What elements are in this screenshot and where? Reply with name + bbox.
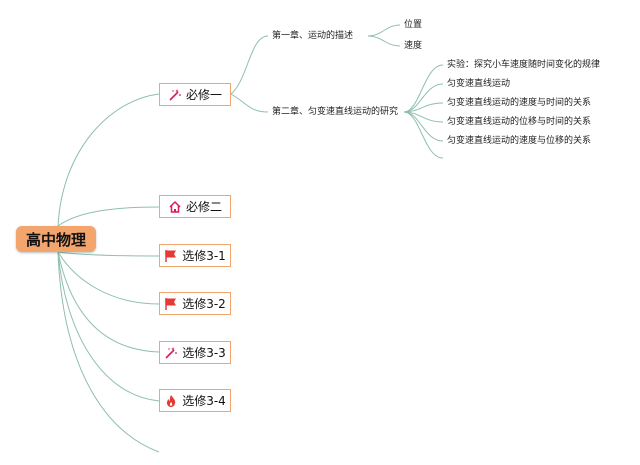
topic-ch2-4[interactable]: 匀变速直线运动的位移与时间的关系 — [447, 117, 592, 127]
topic-ch2-2[interactable]: 匀变速直线运动 — [447, 79, 511, 89]
root-node[interactable]: 高中物理 — [16, 226, 96, 252]
branch-label: 选修3-2 — [182, 297, 226, 311]
chapter-1-label[interactable]: 第一章、运动的描述 — [272, 31, 354, 41]
root-label: 高中物理 — [25, 230, 86, 249]
edge-root-bixiu1 — [57, 93, 160, 227]
edge-root-xuanxiu34 — [57, 251, 160, 402]
branch-bixiu2[interactable]: 必修二 — [159, 195, 231, 218]
edge-ch2-topic2 — [403, 83, 444, 113]
edge-ch1-topic1 — [367, 24, 401, 37]
branch-label: 选修3-3 — [182, 346, 226, 360]
edge-ch2-topic1 — [403, 64, 444, 113]
magic-wand-icon — [164, 346, 178, 360]
edge-root-xuanxiu32 — [57, 251, 160, 305]
edge-bixiu1-ch2 — [230, 93, 269, 113]
chapter-2-label[interactable]: 第二章、匀变速直线运动的研究 — [272, 107, 399, 117]
edge-root-xuanxiu31 — [57, 251, 160, 257]
edge-ch1-topic2 — [367, 35, 401, 47]
flag-icon — [164, 249, 178, 263]
branch-label: 选修3-4 — [182, 394, 226, 408]
topic-ch2-3[interactable]: 匀变速直线运动的速度与时间的关系 — [447, 98, 592, 108]
magic-wand-icon — [168, 88, 182, 102]
edge-root-extra — [57, 251, 160, 453]
fire-icon — [164, 394, 178, 408]
topic-ch1-1[interactable]: 位置 — [404, 20, 423, 30]
edge-root-bixiu2 — [57, 206, 160, 227]
branch-xuanxiu3-4[interactable]: 选修3-4 — [159, 389, 231, 412]
edge-ch2-topic6 — [403, 111, 444, 159]
topic-ch2-5[interactable]: 匀变速直线运动的速度与位移的关系 — [447, 136, 592, 146]
branch-label: 必修二 — [185, 200, 222, 214]
branch-bixiu1[interactable]: 必修一 — [159, 83, 231, 106]
edge-bixiu1-ch1 — [230, 35, 269, 95]
branch-xuanxiu3-2[interactable]: 选修3-2 — [159, 292, 231, 315]
branch-xuanxiu3-3[interactable]: 选修3-3 — [159, 341, 231, 364]
topic-ch1-2[interactable]: 速度 — [404, 41, 423, 51]
flag-icon — [164, 297, 178, 311]
edge-ch2-topic3 — [403, 102, 444, 113]
branch-label: 必修一 — [185, 88, 222, 102]
topic-ch2-1[interactable]: 实验：探究小车速度随时间变化的规律 — [447, 60, 601, 70]
home-icon — [168, 200, 182, 214]
branch-label: 选修3-1 — [182, 249, 226, 263]
edge-root-xuanxiu33 — [57, 251, 160, 353]
branch-xuanxiu3-1[interactable]: 选修3-1 — [159, 244, 231, 267]
